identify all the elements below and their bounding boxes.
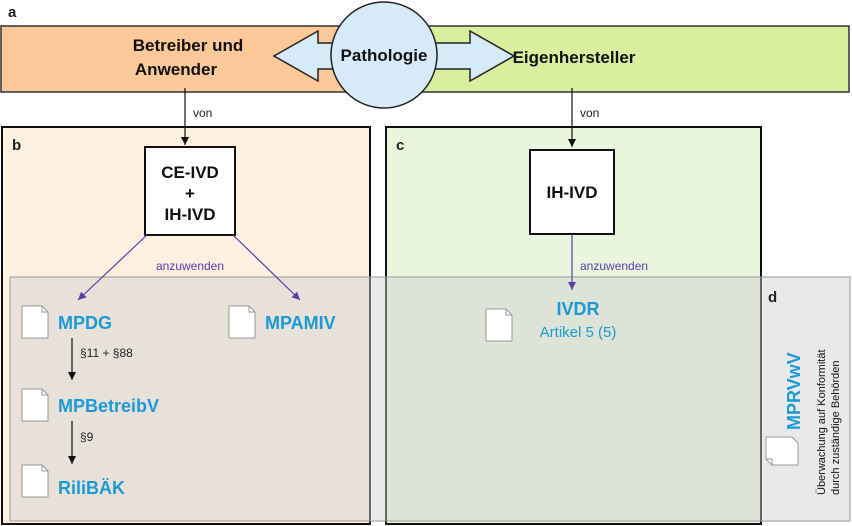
para-label-11-88: §11 + §88 (80, 346, 133, 360)
document-icon (765, 436, 799, 466)
ce-ivd-line3: IH-IVD (165, 205, 216, 224)
ce-ivd-line1: CE-IVD (161, 163, 219, 182)
panel-label-c: c (396, 137, 404, 154)
pathology-circle (330, 1, 438, 109)
anzuwenden-arrow-mpdg (77, 234, 148, 301)
doc-mpamiv: MPAMIV (265, 313, 336, 333)
ih-ivd-label: IH-IVD (547, 183, 598, 202)
doc-ivdr-sub: Artikel 5 (5) (540, 324, 617, 341)
operator-label-line1: Betreiber und (133, 36, 244, 55)
doc-ivdr: IVDR (556, 299, 599, 319)
von-label-right: von (580, 106, 599, 120)
document-icon (21, 388, 49, 422)
panel-label-b: b (12, 137, 21, 154)
mprvwv-desc-line1: Überwachung auf Konformität (816, 349, 828, 495)
mprvwv-desc-line2: durch zuständige Behörden (830, 360, 842, 495)
operator-label-line2: Anwender (135, 60, 218, 79)
ce-ivd-box (144, 146, 236, 236)
overlay-panel-d (9, 276, 851, 522)
doc-mprvwv: MPRVwV (784, 352, 804, 430)
para-label-9: §9 (80, 430, 94, 444)
doc-mpbetreibv: MPBetreibV (58, 396, 159, 416)
document-icon (485, 308, 513, 342)
manufacturer-label: Eigenhersteller (513, 48, 636, 67)
pathology-label: Pathologie (341, 46, 428, 65)
von-label-left: von (193, 106, 212, 120)
doc-rilibaek: RiliBÄK (58, 478, 125, 498)
anzuwenden-arrow-mpamiv (232, 234, 301, 301)
document-icon (228, 305, 256, 339)
panel-label-d: d (768, 289, 777, 306)
ce-ivd-line2: + (185, 184, 195, 203)
panel-label-a: a (8, 4, 17, 21)
anzuwenden-label-right: anzuwenden (580, 259, 648, 273)
doc-mpdg: MPDG (58, 313, 112, 333)
document-icon (21, 305, 49, 339)
anzuwenden-label-left: anzuwenden (156, 259, 224, 273)
document-icon (21, 464, 49, 498)
